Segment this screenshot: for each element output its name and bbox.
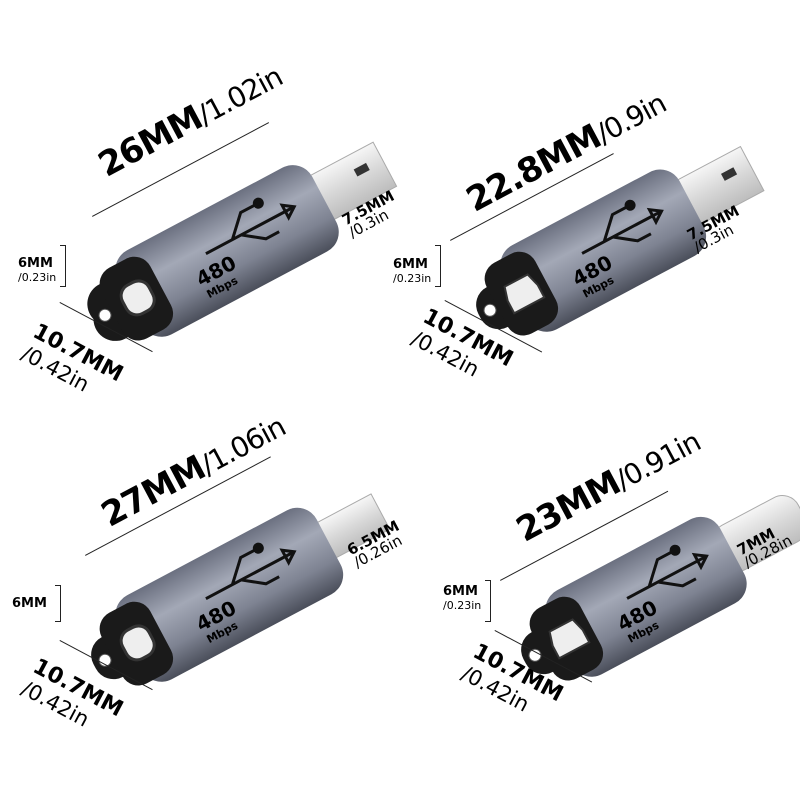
adapter-3-illustration: 480 Mbps xyxy=(91,493,391,686)
length-label: 26MM/1.02in xyxy=(92,59,288,186)
adapter-2-illustration: 480 Mbps xyxy=(476,145,765,336)
adapter-4-illustration: 480 Mbps xyxy=(521,495,800,681)
usb-logo-icon xyxy=(626,544,709,600)
height-label: 6MM/0.23in xyxy=(393,257,432,286)
height-label: 6MM xyxy=(12,596,47,611)
height-label: 6MM/0.23in xyxy=(443,584,482,613)
usb-logo-icon xyxy=(581,199,664,255)
usb-logo-icon xyxy=(205,197,297,256)
height-label: 6MM/0.23in xyxy=(18,256,57,285)
adapter-1-illustration: 480 Mbps xyxy=(87,141,398,341)
usb-logo-icon xyxy=(205,542,297,601)
length-label: 27MM/1.06in xyxy=(95,409,291,536)
